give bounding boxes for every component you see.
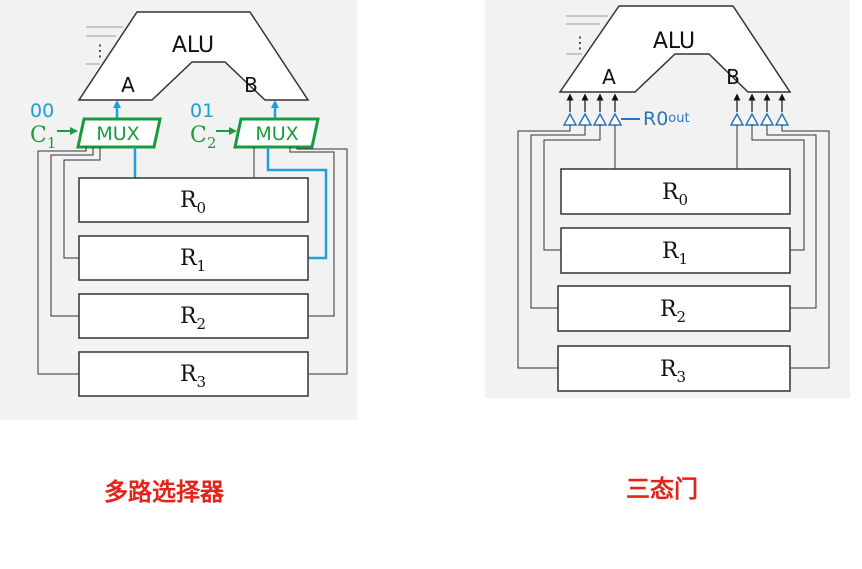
right-alu-label: ALU <box>653 29 695 54</box>
right-register-r0-label: R0 <box>662 180 688 209</box>
right-alu-port-b: B <box>726 65 740 89</box>
left-mux1-label: MUX <box>96 123 139 145</box>
left-alu-bus-stubs <box>86 26 123 65</box>
left-register-r1: R1 <box>78 235 309 281</box>
left-mux2-input-wires <box>253 147 348 375</box>
left-mux1-code: 00 <box>30 100 54 122</box>
left-bus-ellipsis: ⋮ <box>92 41 108 60</box>
left-mux1-input-wires <box>37 147 101 375</box>
left-mux1-control: C1 <box>30 123 56 152</box>
left-alu-label: ALU <box>172 33 214 58</box>
right-register-r1: R1 <box>560 227 791 274</box>
right-alu-bus-stubs <box>566 15 608 55</box>
left-alu-port-b: B <box>244 73 258 97</box>
left-register-r1-label: R1 <box>180 246 206 275</box>
left-register-r3-label: R3 <box>180 362 206 391</box>
right-register-r3: R3 <box>557 345 791 392</box>
right-register-r3-label: R3 <box>660 357 686 386</box>
left-mux2-shape <box>233 117 320 149</box>
left-caption: 多路选择器 <box>104 478 224 506</box>
right-caption: 三态门 <box>626 475 698 503</box>
left-register-r2: R2 <box>78 293 309 339</box>
left-mux2-code: 01 <box>190 100 214 122</box>
left-mux1-shape <box>76 117 162 149</box>
right-diagram: ⋮ ALU A B <box>517 5 830 392</box>
left-diagram: ⋮ ALU A B 00 01 C1 C2 MUX MUX <box>30 11 348 397</box>
left-register-r2-label: R2 <box>180 304 206 333</box>
left-mux2-selected-path <box>266 147 328 260</box>
right-bus-ellipsis: ⋮ <box>572 33 588 52</box>
left-alu-port-a: A <box>121 73 135 97</box>
right-register-r1-label: R1 <box>662 239 688 268</box>
right-tristate-group-b <box>729 93 790 126</box>
left-register-r0-label: R0 <box>180 188 206 217</box>
right-alu-port-a: A <box>602 65 616 89</box>
left-alu-shape <box>77 11 310 101</box>
right-register-r2-label: R2 <box>660 297 686 326</box>
right-a-side-wires <box>517 125 616 369</box>
right-alu-shape <box>558 5 792 93</box>
right-b-side-wires <box>736 125 830 369</box>
left-register-r3: R3 <box>78 351 309 397</box>
right-register-r2: R2 <box>557 285 791 332</box>
left-register-r0: R0 <box>78 177 309 223</box>
right-r0out-label: R0out <box>643 108 690 130</box>
right-register-r0: R0 <box>560 168 791 215</box>
left-mux2-control: C2 <box>190 123 216 152</box>
left-mux2-label: MUX <box>255 123 298 145</box>
